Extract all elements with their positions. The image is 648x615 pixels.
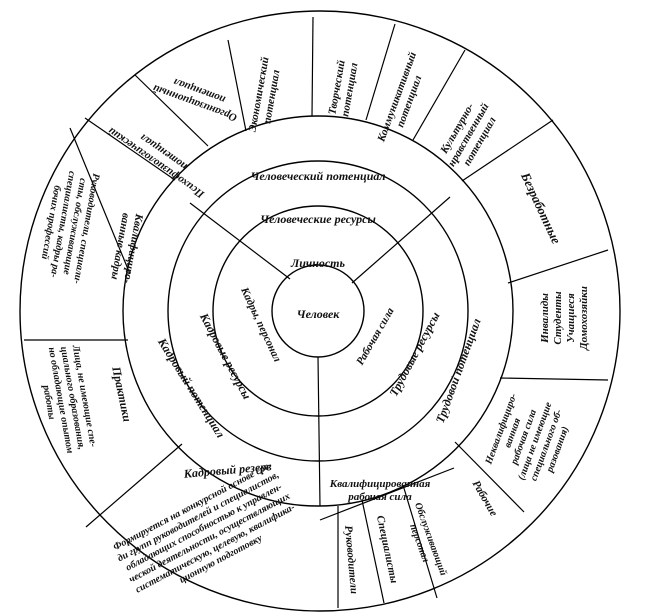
svg-text:Учащиеся: Учащиеся	[565, 293, 577, 343]
ring-1	[212, 205, 424, 417]
divider-o9	[499, 377, 609, 381]
divider-upper-left	[189, 202, 291, 280]
sector-service: Обслуживающий персонал	[407, 501, 449, 577]
svg-text:Студенты: Студенты	[552, 291, 564, 345]
ring1-top-label: Личность	[290, 256, 346, 270]
ring1-left-label: Кадры, персонал	[238, 285, 284, 365]
sector-professionals: Руководители, специали- сты, обслуживающ…	[39, 170, 102, 284]
divider-o10	[454, 441, 525, 513]
sector-unemployed: Безработные	[518, 169, 565, 246]
divider-o3	[84, 117, 176, 181]
divider-o2	[134, 74, 209, 147]
svg-text:Домохозяйки: Домохозяйки	[578, 286, 590, 351]
divider-o11	[402, 484, 438, 599]
sector-unskilled: Неквалифициро- ванная рабочая сила (лица…	[483, 392, 571, 483]
sector-cult: Культурно- нравственный потенциал	[438, 101, 499, 169]
sector-groups: Инвалиды Студенты Учащиеся Домохозяйки	[539, 286, 590, 351]
sector-practitioners: Практики	[109, 364, 135, 423]
ring2-left-label: Кадровые ресурсы	[197, 310, 255, 402]
sector-practitioners-desc: Лица, не имеющие спе- циального образова…	[40, 343, 98, 454]
divider-o14	[85, 443, 183, 528]
divider-bottom	[317, 356, 321, 507]
ring-2	[167, 160, 469, 462]
sector-qualified-cadres: Квалифициро- ванные кадры	[108, 212, 145, 285]
ring3-top-label: Человеческий потенциал	[250, 169, 385, 183]
divider-o16	[69, 127, 131, 275]
ring3-qualified-line2: рабочая сила	[347, 491, 412, 503]
divider-upper-right	[351, 196, 451, 284]
sector-comm: Коммуникативный потенциал	[375, 50, 424, 144]
sector-econ: Экономический потенциал	[247, 56, 283, 133]
ring3-qualified-line1: Квалифицированная	[329, 478, 431, 490]
ring3-right-label: Трудовой потенциал	[433, 316, 484, 424]
ring-3	[122, 115, 514, 507]
divider-qualified	[319, 467, 455, 521]
sector-managers: Руководители	[342, 525, 360, 595]
sector-org: Организационный потенциал	[151, 76, 238, 124]
divider-o4	[311, 16, 314, 117]
svg-text:Инвалиды: Инвалиды	[539, 293, 551, 344]
divider-o5	[365, 23, 396, 121]
divider-o6	[412, 49, 466, 141]
outer-ring	[19, 10, 621, 612]
sector-workers: Рабочие	[470, 479, 500, 519]
divider-o8	[507, 249, 609, 284]
sector-creative: Творческий потенциал	[326, 59, 360, 117]
ring2-top-label: Человеческие ресурсы	[260, 212, 376, 226]
divider-o1	[227, 39, 247, 132]
center-label: Человек	[297, 307, 341, 321]
ring1-right-label: Рабочая сила	[354, 305, 397, 367]
divider-o7	[461, 119, 554, 182]
ring2-right-label: Трудовые ресурсы	[386, 310, 442, 399]
divider-o12	[361, 499, 385, 604]
